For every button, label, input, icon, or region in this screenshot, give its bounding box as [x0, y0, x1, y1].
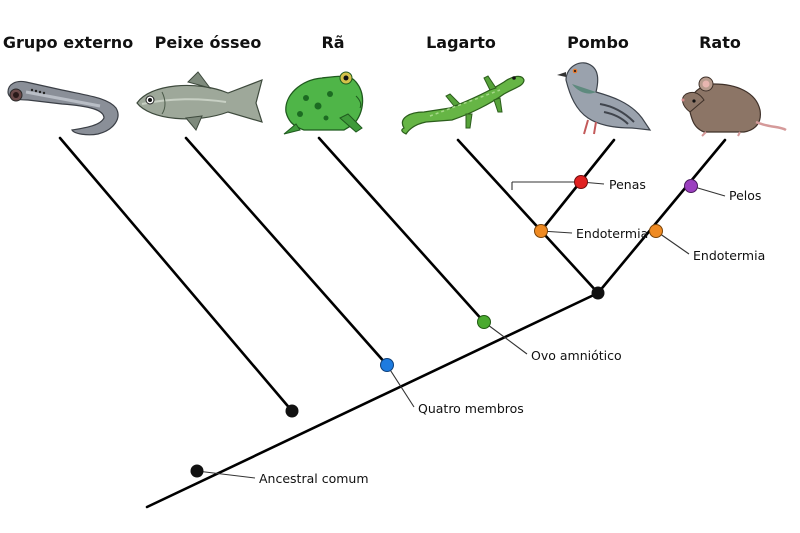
rat-endothermy-label: Endotermia [693, 248, 765, 263]
taxon-label-outgroup: Grupo externo [3, 33, 133, 52]
amniote-node [477, 315, 491, 329]
bird-endothermy-marker [534, 224, 548, 238]
taxon-label-rat: Rato [699, 33, 741, 52]
branch-lizard [456, 138, 600, 295]
frog-icon [283, 71, 364, 135]
fish-icon [136, 71, 263, 131]
tetrapods-label: Quatro membros [418, 401, 524, 416]
bird-endothermy-label: Endotermia [576, 226, 648, 241]
branch-rat [596, 138, 727, 295]
tree-branches [58, 136, 727, 509]
main-trunk [145, 291, 600, 509]
rat-endothermy-marker [649, 224, 663, 238]
branch-fish [184, 136, 389, 367]
lamprey-icon [7, 80, 119, 136]
tetrapod-node [380, 358, 394, 372]
root-node [190, 464, 204, 478]
rat-icon [681, 76, 787, 137]
taxon-label-lizard: Lagarto [426, 33, 496, 52]
feathers-label: Penas [609, 177, 646, 192]
lizard-icon [401, 75, 525, 135]
hair-label: Pelos [729, 188, 761, 203]
taxon-label-frog: Rã [321, 33, 344, 52]
taxon-label-bony-fish: Peixe ósseo [155, 33, 262, 52]
bird-mammal-node [591, 286, 605, 300]
taxon-label-pigeon: Pombo [567, 33, 629, 52]
root-label: Ancestral comum [259, 471, 369, 486]
amniote-egg-label: Ovo amniótico [531, 348, 622, 363]
feathers-marker [574, 175, 588, 189]
vertebrate-node [285, 404, 299, 418]
branch-frog [317, 136, 486, 324]
branch-outgroup [58, 136, 294, 413]
pigeon-icon [557, 62, 652, 135]
hair-marker [684, 179, 698, 193]
